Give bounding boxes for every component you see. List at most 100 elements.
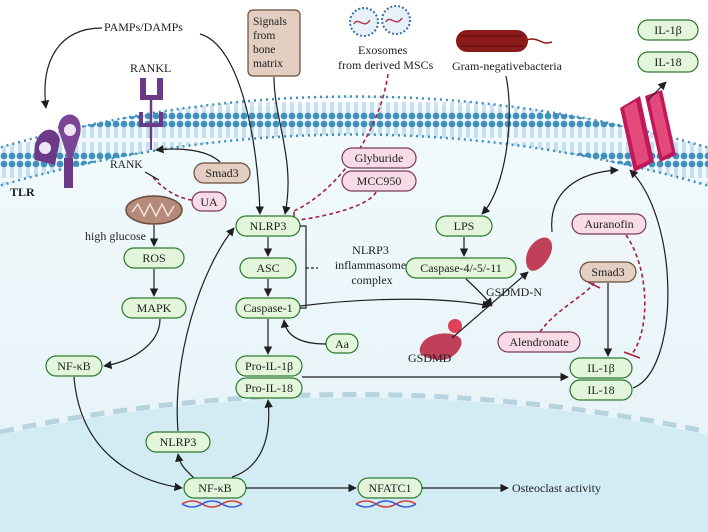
- inhibit-bar-il-right: [623, 351, 641, 359]
- pamps-label: PAMPs/DAMPs: [104, 20, 183, 34]
- nlrp3-nucleus-box: [145, 431, 211, 453]
- exosome-icon: [349, 5, 411, 37]
- signals-line-1: Signals: [253, 16, 287, 28]
- caspase4511: Caspase-4/-5/-11: [420, 261, 502, 275]
- ros: ROS: [142, 251, 165, 265]
- smad3-top: Smad3: [205, 166, 238, 180]
- smad3-top-box: [193, 162, 251, 184]
- cell-membrane: [0, 96, 708, 187]
- caspase1: Caspase-1: [243, 301, 292, 315]
- arrow-nfkb-to-pro-il: [231, 399, 273, 478]
- gsdmd-n-icon: [526, 237, 553, 271]
- arrow-aa-to-caspase1: [280, 319, 327, 345]
- rankl-rank-receptor-icon: [139, 78, 163, 150]
- caspase4511-box: [405, 257, 517, 279]
- inhibit-bar-rank: [144, 171, 160, 181]
- bacterium-icon: [456, 30, 553, 52]
- nlrp3: NLRP3: [250, 219, 287, 233]
- complex-bracket: [300, 225, 307, 309]
- arrow-pore-to-il-release: [647, 81, 667, 101]
- ros-box: [123, 247, 185, 269]
- il18-mature-box: [569, 379, 633, 401]
- nfatc1: NFATC1: [368, 481, 411, 495]
- mapk-box: [121, 297, 187, 319]
- gram-negative-label: Gram-negativebacteria: [452, 59, 563, 73]
- signals-box: [247, 9, 301, 77]
- nucleus: [0, 397, 708, 532]
- mapk: MAPK: [137, 301, 172, 315]
- gasdermin-pore-icon: [620, 90, 676, 172]
- il1b-mature-box: [569, 357, 633, 379]
- signals-line-2: from: [253, 30, 275, 42]
- inflammasome-line-2: inflammasome: [335, 258, 406, 272]
- pro-il1b: Pro-IL-1β: [245, 359, 293, 373]
- auranofin-box: [571, 213, 647, 235]
- arrow-smad3-to-rank: [155, 145, 221, 163]
- signals-label: Signals from bone matrix: [253, 16, 290, 70]
- smad3-right: Smad3: [591, 265, 624, 279]
- inhibit-ua-rank: [151, 175, 193, 201]
- ua: UA: [200, 195, 218, 209]
- il1b-secreted-box: [637, 19, 699, 41]
- inflammasome-line-3: complex: [351, 273, 392, 287]
- gsdmd-n-label: GSDMD-N: [486, 285, 542, 299]
- alendronate: Alendronate: [509, 335, 568, 349]
- arrow-nfkb-to-nucleus: [73, 376, 183, 491]
- glyburide-box: [341, 147, 417, 169]
- alendronate-box: [497, 331, 581, 353]
- inhibit-bar-smad3: [587, 281, 601, 289]
- pro-il18: Pro-IL-18: [245, 381, 293, 395]
- inhibit-auranofin-il: [625, 234, 646, 355]
- rankl-label: RANKL: [130, 61, 171, 75]
- lps-box: [435, 215, 493, 237]
- gsdmd-label: GSDMD: [408, 351, 452, 365]
- asc: ASC: [256, 261, 279, 275]
- dna-icon: [181, 500, 417, 508]
- nfkb-nucleus: NF-κB: [198, 481, 231, 495]
- mitochondrion-icon: [125, 195, 183, 225]
- signals-line-4: matrix: [253, 58, 283, 70]
- nlrp3-nucleus: NLRP3: [160, 435, 197, 449]
- osteoclast-label: Osteoclast activity: [512, 481, 601, 495]
- ua-box: [191, 191, 227, 212]
- exosomes-label: Exosomes: [358, 43, 408, 57]
- exosomes-source-label: from derived MSCs: [338, 58, 434, 72]
- smad3-right-box: [579, 261, 637, 283]
- rank-label: RANK: [110, 159, 143, 171]
- arrow-nlrp3-nucleus-to-nlrp3: [176, 227, 235, 432]
- il18-mature: IL-18: [587, 383, 614, 397]
- asc-box: [239, 257, 297, 279]
- arrow-caspase1-to-gsdmd: [299, 298, 491, 309]
- lps: LPS: [454, 219, 475, 233]
- mcc950: MCC950: [357, 174, 402, 188]
- tlr-receptor-icon: [34, 114, 81, 188]
- signals-line-3: bone: [253, 44, 275, 56]
- arrow-bacteria-to-lps: [481, 75, 510, 215]
- inhibit-alendronate-smad3: [539, 282, 595, 333]
- tlr-label: TLR: [10, 185, 35, 199]
- mcc950-box: [341, 170, 417, 192]
- il1b-mature: IL-1β: [587, 361, 614, 375]
- arrow-gsdmd-n-to-pore: [551, 166, 619, 233]
- inflammasome-label: NLRP3 inflammasome complex: [335, 243, 409, 287]
- pro-il1b-box: [235, 355, 303, 377]
- aa: Aa: [335, 337, 350, 351]
- il18-secreted: IL-18: [654, 55, 681, 69]
- high-glucose-label: high glucose: [85, 229, 146, 243]
- il18-secreted-box: [637, 51, 699, 73]
- arrow-il-to-pore: [629, 169, 669, 389]
- arrow-pamps-to-tlr: [40, 27, 103, 109]
- pro-il18-box: [235, 377, 303, 399]
- inflammasome-line-1: NLRP3: [352, 243, 389, 257]
- arrow-mapk-to-nfkb: [103, 318, 161, 369]
- nfkb-cytoplasm-box: [45, 355, 103, 377]
- arrow-nfkb-to-nlrp3-nucleus: [175, 453, 195, 479]
- gsdmd-icon: [419, 319, 462, 361]
- glyburide: Glyburide: [355, 151, 404, 165]
- il1b-secreted: IL-1β: [654, 23, 681, 37]
- nfkb-cytoplasm: NF-κB: [57, 359, 90, 373]
- nuclear-envelope: [0, 392, 708, 435]
- arrow-signals-to-nlrp3: [273, 76, 291, 215]
- arrow-pamps-to-nlrp3: [199, 33, 264, 215]
